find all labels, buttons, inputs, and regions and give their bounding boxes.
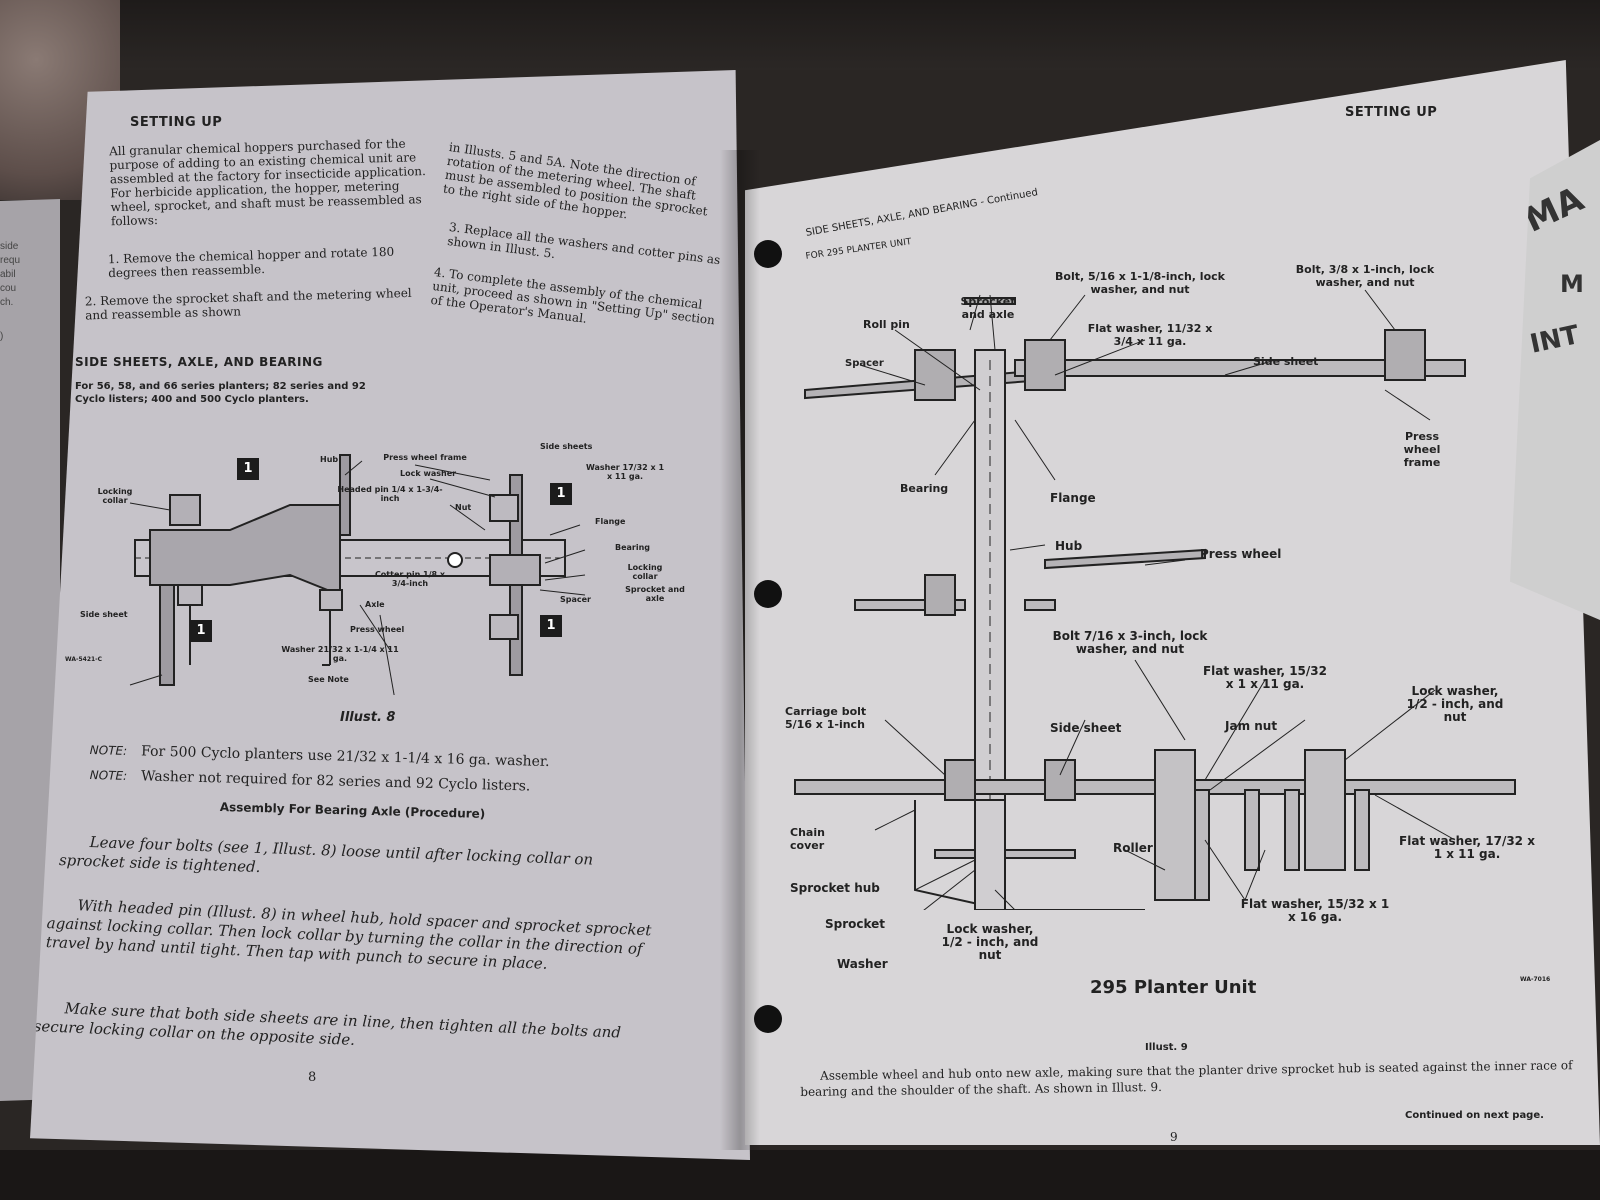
intro-paragraph: All granular chemical hoppers purchased …	[108, 136, 427, 229]
press-wheel-frame-shape	[339, 454, 351, 536]
label-see-note: See Note	[308, 675, 349, 684]
illust-8-caption: Illust. 8	[340, 710, 396, 725]
label-locking-collar-left: Locking collar	[97, 487, 133, 505]
label-lock-washer: Lock washer	[400, 469, 457, 478]
label-lock-washer-top: Lock washer, 1/2 - inch, and nut	[1406, 684, 1504, 724]
label-washer-bottom: Washer 21/32 x 1-1/4 x 11 ga.	[281, 645, 399, 663]
label-spacer: Spacer	[560, 595, 591, 604]
procedure-paragraph-2: With headed pin (Illust. 8) in wheel hub…	[45, 896, 652, 973]
bolt-right-upper	[1024, 339, 1066, 391]
chain-cover-shape	[914, 800, 1145, 910]
label-flat-washer-11-32: Flat washer, 11/32 x 3/4 x 11 ga.	[1087, 322, 1213, 348]
label-side-sheets: Side sheets	[540, 442, 593, 451]
label-jam-nut: Jam nut	[1225, 719, 1278, 733]
label-bolt-5-16: Bolt, 5/16 x 1-1/8-inch, lock washer, an…	[1055, 270, 1225, 296]
roller-shaft	[1154, 749, 1196, 901]
procedure-paragraph-3: Make sure that both side sheets are in l…	[33, 999, 622, 1049]
label-part-number: WA-7016	[1520, 976, 1551, 983]
binder-hole-bottom	[754, 1005, 782, 1033]
label-axle: Axle	[365, 600, 385, 609]
label-flange: Flange	[1050, 491, 1096, 505]
label-headed-pin: Headed pin 1/4 x 1-3/4-inch	[337, 485, 443, 503]
label-lock-washer-bottom: Lock washer, 1/2 - inch, and nut	[941, 922, 1039, 962]
col2-paragraph: in Illusts. 5 and 5A. Note the direction…	[442, 140, 709, 222]
label-press-wheel-frame: Press wheel frame	[1403, 430, 1441, 469]
locking-collar-left-shape	[169, 494, 201, 526]
label-sprocket-and-axle: Sprocket and axle	[625, 585, 685, 603]
page-number-right: 9	[1170, 1130, 1178, 1144]
label-chain-cover: Chain cover	[790, 826, 825, 852]
bolt-left-upper	[914, 349, 956, 401]
illust-9-caption: Illust. 9	[1145, 1042, 1188, 1053]
binder-hole-middle	[754, 580, 782, 608]
illust-9-diagram	[794, 289, 1516, 910]
label-nut: Nut	[455, 503, 472, 512]
bolt-far-right	[1384, 329, 1426, 381]
label-washer: Washer	[837, 957, 888, 971]
right-page: SETTING UP SIDE SHEETS, AXLE, AND BEARIN…	[745, 60, 1600, 1145]
section-subtitle: FOR 295 PLANTER UNIT	[805, 237, 913, 262]
callout-badge-2: 1	[550, 483, 572, 505]
procedure-title: Assembly For Bearing Axle (Procedure)	[219, 800, 486, 821]
side-sheet-top-shape	[1014, 359, 1466, 377]
section-subtitle: For 56, 58, and 66 series planters; 82 s…	[75, 381, 366, 405]
step-4: 4. To complete the assembly of the chemi…	[429, 265, 716, 328]
left-side-sheet-shape	[159, 584, 175, 686]
label-spacer: Spacer	[845, 358, 884, 369]
label-cotter-pin: Cotter pin 1/8 x 3/4-inch	[374, 570, 446, 588]
label-side-sheet-mid: Side sheet	[1050, 721, 1122, 735]
page-header: SETTING UP	[1345, 105, 1438, 120]
label-roller: Roller	[1113, 841, 1153, 855]
label-washer-top: Washer 17/32 x 1 x 11 ga.	[585, 463, 665, 481]
callout-badge-1: 1	[237, 458, 259, 480]
binder-hole-top	[754, 240, 782, 268]
label-bolt-7-16: Bolt 7/16 x 3-inch, lock washer, and nut	[1052, 629, 1208, 656]
illust-8-diagram	[129, 454, 586, 695]
label-sprocket: Sprocket	[825, 917, 886, 931]
note-1: NOTE:For 500 Cyclo planters use 21/32 x …	[89, 742, 550, 771]
callout-badge-4: 1	[540, 615, 562, 637]
press-wheel-shape	[1044, 548, 1206, 570]
background-fabric-top	[100, 0, 1600, 70]
label-side-sheet-top: Side sheet	[1253, 355, 1319, 368]
section-title: SIDE SHEETS, AXLE, AND BEARING	[75, 355, 323, 369]
label-flange: Flange	[595, 517, 626, 526]
section-title: SIDE SHEETS, AXLE, AND BEARING - Continu…	[805, 187, 1039, 239]
page-header: SETTING UP	[130, 115, 223, 130]
label-bearing: Bearing	[615, 543, 651, 552]
step-1: 1. Remove the chemical hopper and rotate…	[107, 244, 395, 281]
label-bolt-3-8: Bolt, 3/8 x 1-inch, lock washer, and nut	[1295, 263, 1435, 289]
label-roll-pin: Roll pin	[863, 318, 910, 331]
procedure-paragraph-1: Leave four bolts (see 1, Illust. 8) loos…	[58, 833, 594, 877]
label-flat-washer-15-32-11ga: Flat washer, 15/32 x 1 x 11 ga.	[1202, 664, 1327, 691]
label-hub: Hub	[320, 455, 339, 464]
label-bearing: Bearing	[900, 482, 949, 495]
label-hub: Hub	[1055, 539, 1083, 553]
bearing-shape	[489, 554, 541, 586]
sprocket-hub-shape	[974, 799, 1006, 910]
spine-shadow	[720, 150, 760, 1150]
diagram-title: 295 Planter Unit	[1090, 977, 1257, 998]
label-press-wheel-frame: Press wheel frame	[383, 453, 467, 462]
step-2: 2. Remove the sprocket shaft and the met…	[84, 285, 412, 323]
label-sprocket-and-axle: Sprocket and axle	[960, 295, 1016, 321]
callout-badge-3: 1	[190, 620, 212, 642]
label-side-sheet: Side sheet	[80, 610, 128, 619]
label-part-number: WA-5421-C	[65, 656, 103, 663]
back-page-text: side requ abil cou ch. )	[0, 241, 21, 342]
label-flat-washer-17-32: Flat washer, 17/32 x 1 x 11 ga.	[1399, 834, 1535, 861]
note-2: NOTE:Washer not required for 82 series a…	[89, 767, 531, 795]
label-flat-washer-15-32-16ga: Flat washer, 15/32 x 1 x 16 ga.	[1240, 897, 1390, 924]
assembly-paragraph: Assemble wheel and hub onto new axle, ma…	[800, 1058, 1573, 1099]
label-carriage-bolt: Carriage bolt 5/16 x 1-inch	[785, 705, 867, 731]
label-press-wheel: Press wheel	[350, 625, 405, 634]
continued-note: Continued on next page.	[1405, 1110, 1544, 1121]
background-floor	[0, 1150, 1600, 1200]
page-number-left: 8	[308, 1070, 317, 1085]
label-sprocket-hub: Sprocket hub	[790, 881, 880, 895]
label-locking-collar-right: Locking collar	[627, 563, 663, 581]
left-page: SETTING UP All granular chemical hoppers…	[30, 70, 750, 1160]
label-press-wheel: Press wheel	[1200, 547, 1282, 561]
